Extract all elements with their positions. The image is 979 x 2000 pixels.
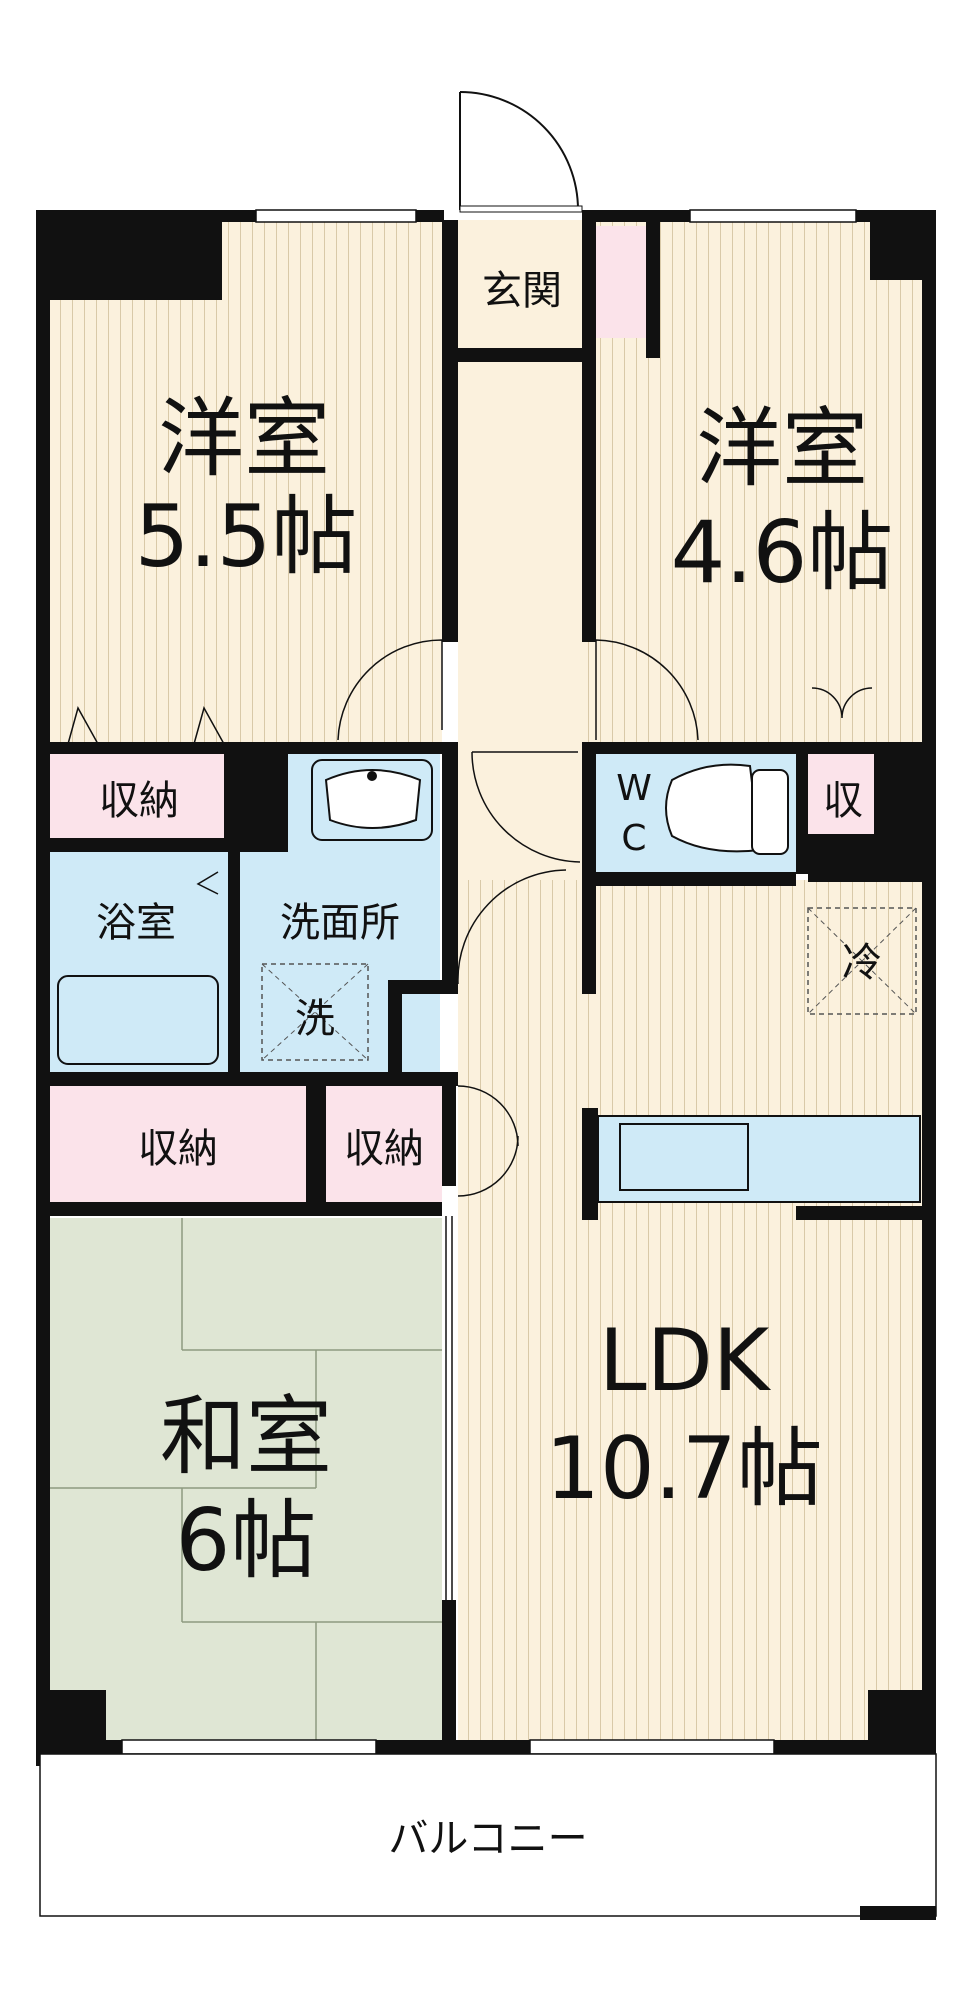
washer-x2 <box>261 963 369 1061</box>
storage-mid-left-floor <box>50 1086 306 1202</box>
western-room-right-name: 洋室 <box>696 399 868 499</box>
tatami-lines <box>50 1218 442 1740</box>
storage-right-floor <box>808 752 874 834</box>
western-room-left-floor <box>50 220 442 742</box>
balcony-corner <box>860 1906 936 1920</box>
japanese-sliding-door <box>445 1216 453 1600</box>
balcony-label: バルコニー <box>388 1816 587 1862</box>
ldk-size: 10.7帖 <box>545 1419 822 1519</box>
western-room-left-size: 5.5帖 <box>135 487 358 587</box>
bathtub <box>57 975 219 1065</box>
toilet <box>665 763 789 855</box>
storage-right-label: 収 <box>823 778 863 824</box>
wc-label-w: W <box>616 768 652 809</box>
wc-label-c: C <box>621 818 646 859</box>
kitchen-sink <box>619 1123 749 1191</box>
japanese-room-size: 6帖 <box>176 1491 317 1591</box>
storage-upper-left-label: 収納 <box>99 778 179 824</box>
storage-mid-right-label: 収納 <box>344 1126 424 1172</box>
storage-mid-left-label: 収納 <box>138 1126 218 1172</box>
fridge-x2 <box>807 907 917 1015</box>
wash-basin <box>311 759 433 841</box>
washer-space <box>261 963 369 1061</box>
ldk-name: LDK <box>599 1311 772 1411</box>
balcony-area <box>39 1753 937 1917</box>
japanese-room-floor <box>50 1218 442 1740</box>
room-doors <box>67 639 873 1197</box>
washroom-label: 洗面所 <box>280 900 400 946</box>
fridge-label: 冷 <box>842 940 882 986</box>
washer-label: 洗 <box>295 996 335 1042</box>
storage-mid-right-floor <box>326 1086 442 1202</box>
entrance-door[interactable] <box>459 91 582 211</box>
walls <box>36 210 936 1766</box>
storage-upper-left-floor <box>50 752 224 840</box>
western-room-left-name: 洋室 <box>158 389 330 489</box>
japanese-room-name: 和室 <box>160 1387 332 1487</box>
washer-x1 <box>261 963 369 1061</box>
western-room-right-size: 4.6帖 <box>671 503 894 603</box>
bath-label: 浴室 <box>96 900 176 946</box>
entrance-threshold <box>459 205 583 213</box>
entrance-label: 玄関 <box>482 268 562 314</box>
fridge-space <box>807 907 917 1015</box>
entrance-floor <box>458 220 582 348</box>
